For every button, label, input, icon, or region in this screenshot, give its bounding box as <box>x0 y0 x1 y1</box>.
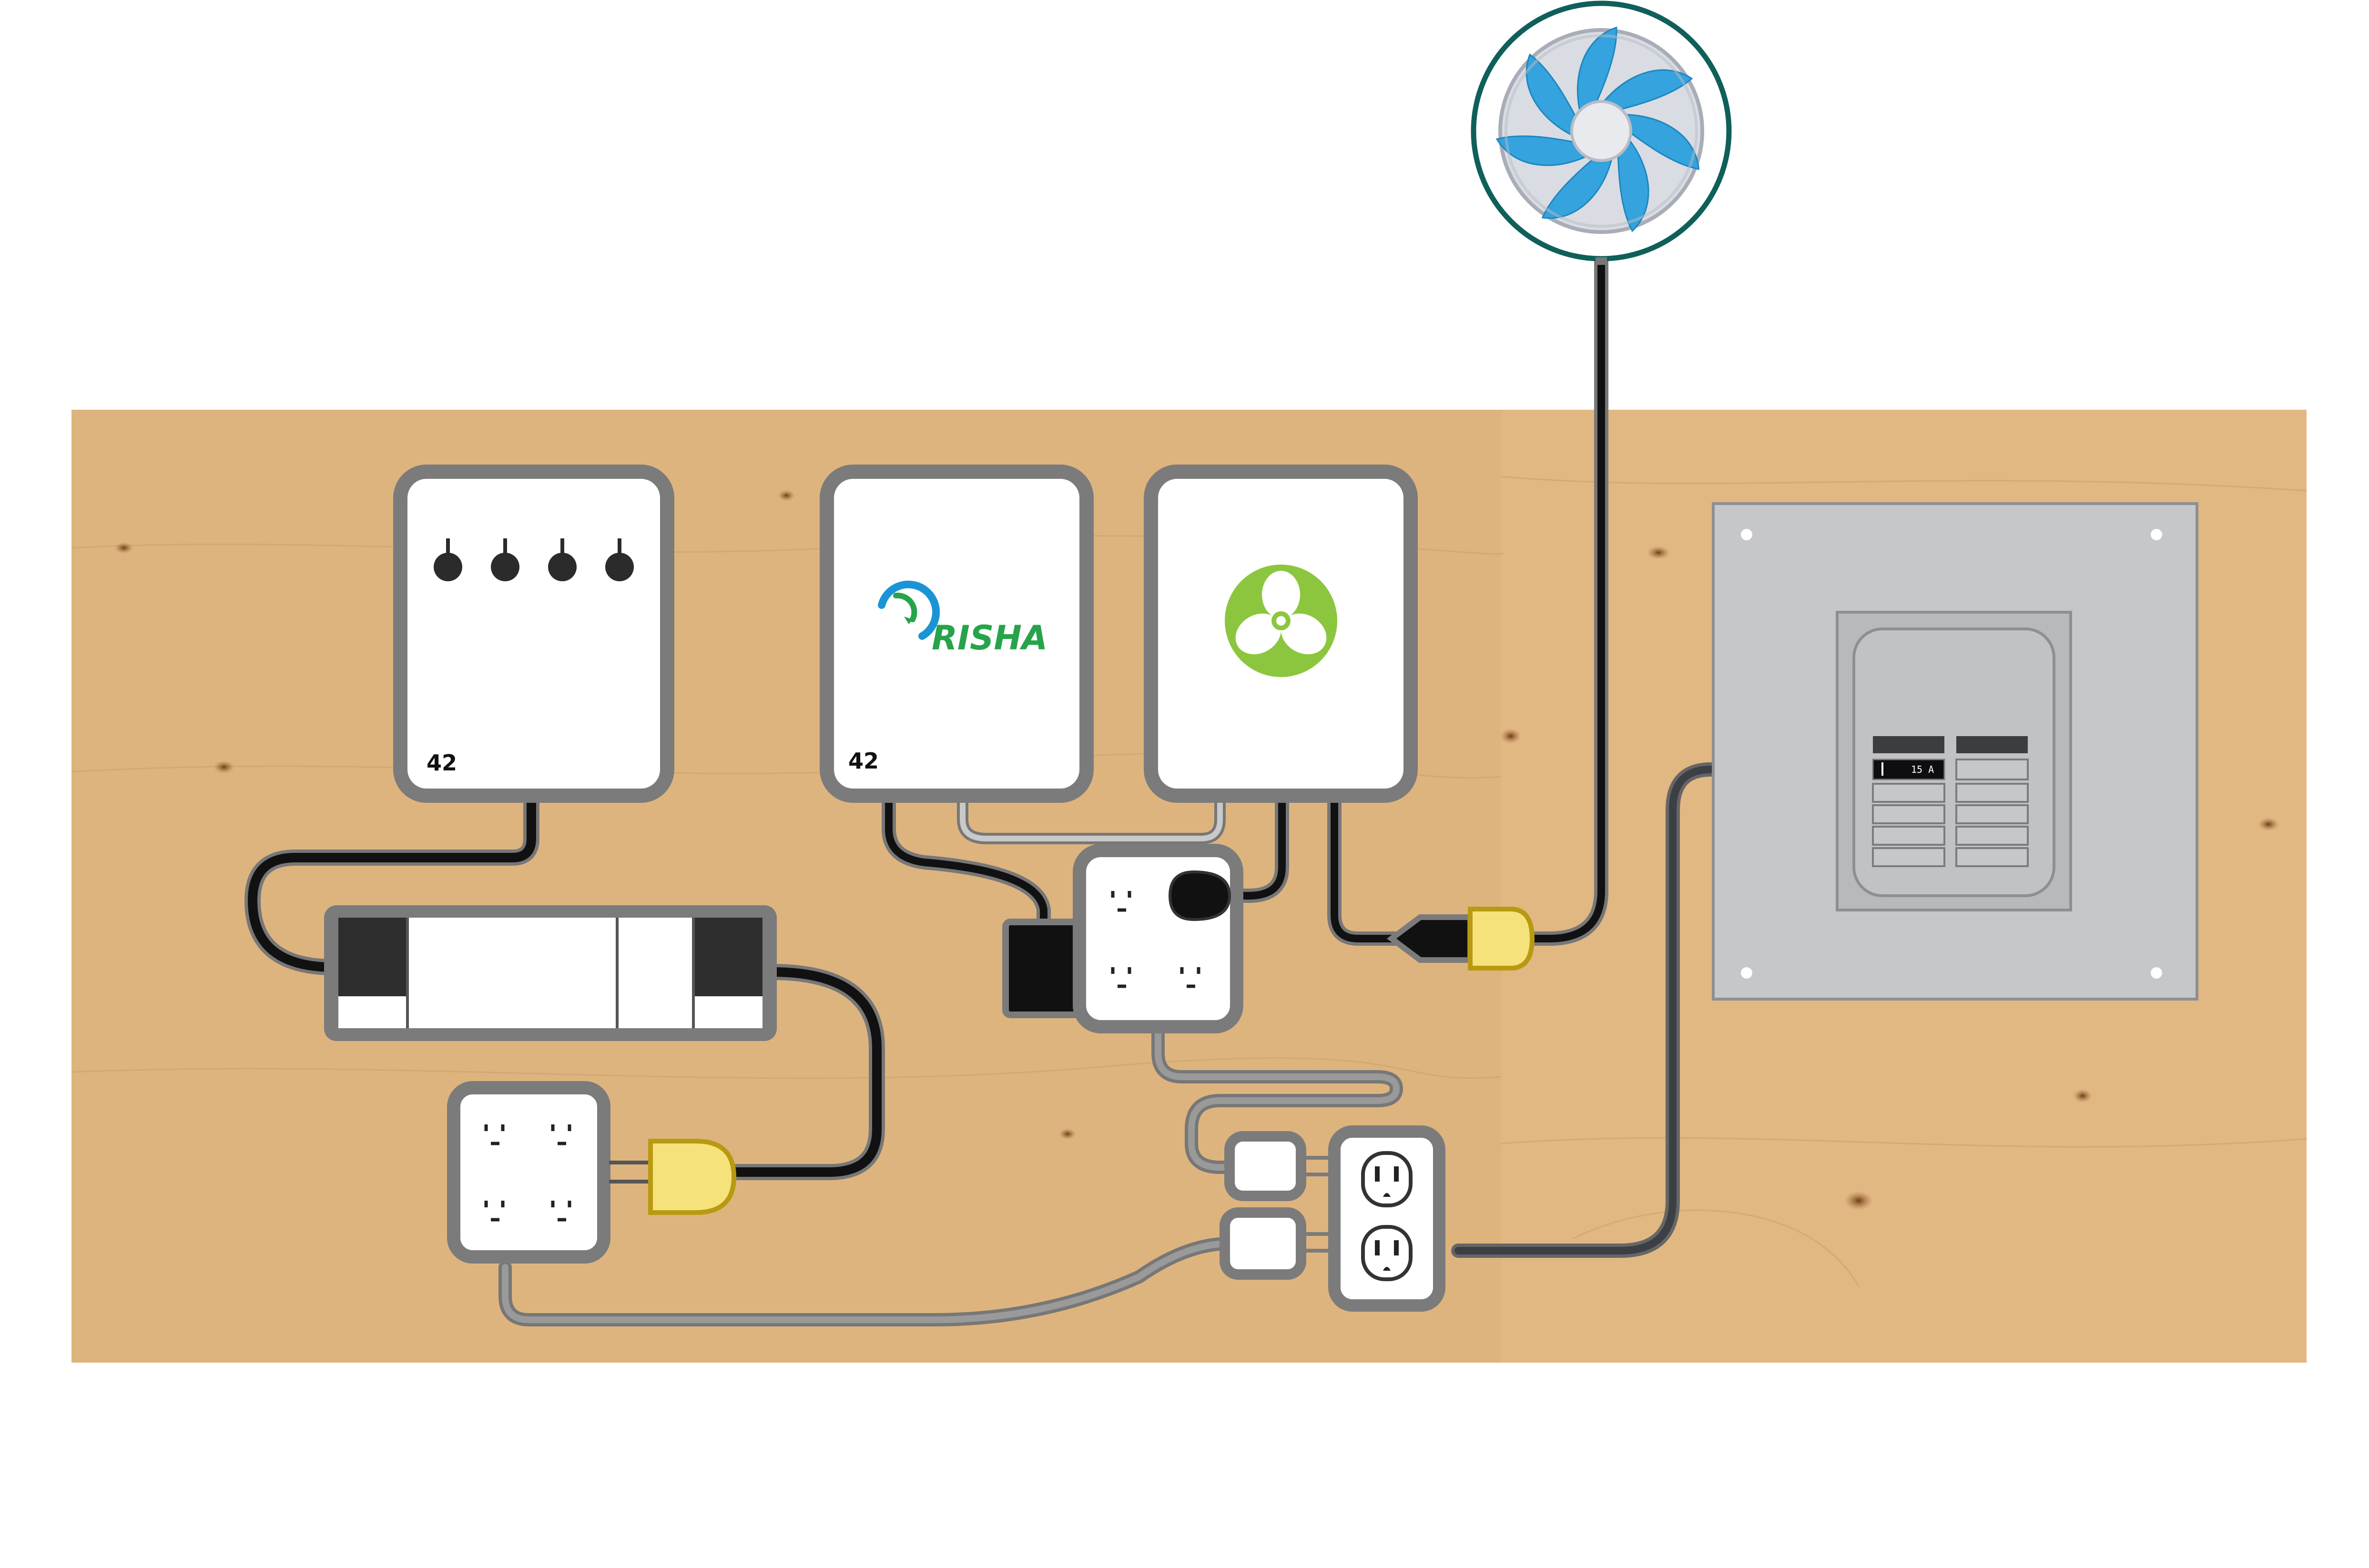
fan-controller[interactable] <box>1144 465 1418 803</box>
hub-left-label: 42 <box>427 750 457 776</box>
plug-white-upper[interactable] <box>1224 1131 1330 1201</box>
socket-marks <box>1111 891 1200 988</box>
breaker-label: 15 A <box>1911 764 1934 775</box>
breaker-slots[interactable] <box>1872 759 2029 867</box>
hub-left[interactable]: 42 <box>393 465 674 803</box>
fan <box>1471 0 1732 265</box>
wall-outlet[interactable] <box>1328 1125 1445 1312</box>
plug-white-lower[interactable] <box>1220 1207 1330 1280</box>
breaker-active[interactable]: 15 A <box>1872 759 1945 780</box>
outlet-box-left[interactable] <box>447 1081 652 1264</box>
outlet-receptacle-bottom[interactable] <box>1361 1225 1413 1281</box>
fan-icon <box>1495 26 1700 233</box>
outlet-block-center[interactable] <box>1073 844 1243 1033</box>
fan-line-connectors[interactable] <box>1387 907 1535 971</box>
small-black-plug <box>1168 870 1231 921</box>
plug-yellow-left[interactable] <box>648 1139 737 1215</box>
orisha-logo: RISHA <box>878 580 1047 658</box>
cables <box>244 255 1723 1326</box>
outlet-receptacle-top[interactable] <box>1361 1151 1413 1207</box>
orisha-logo-text: RISHA <box>932 618 1047 658</box>
fan-icon <box>1225 565 1337 677</box>
orisha-hub-label: 42 <box>848 748 879 774</box>
power-strip[interactable] <box>324 905 777 1041</box>
breaker-panel: 15 A <box>1712 502 2198 1001</box>
antenna-ports <box>434 538 634 581</box>
orisha-hub[interactable]: RISHA 42 <box>820 465 1094 803</box>
socket-marks <box>484 1124 571 1222</box>
black-adapter[interactable] <box>1002 919 1083 1018</box>
